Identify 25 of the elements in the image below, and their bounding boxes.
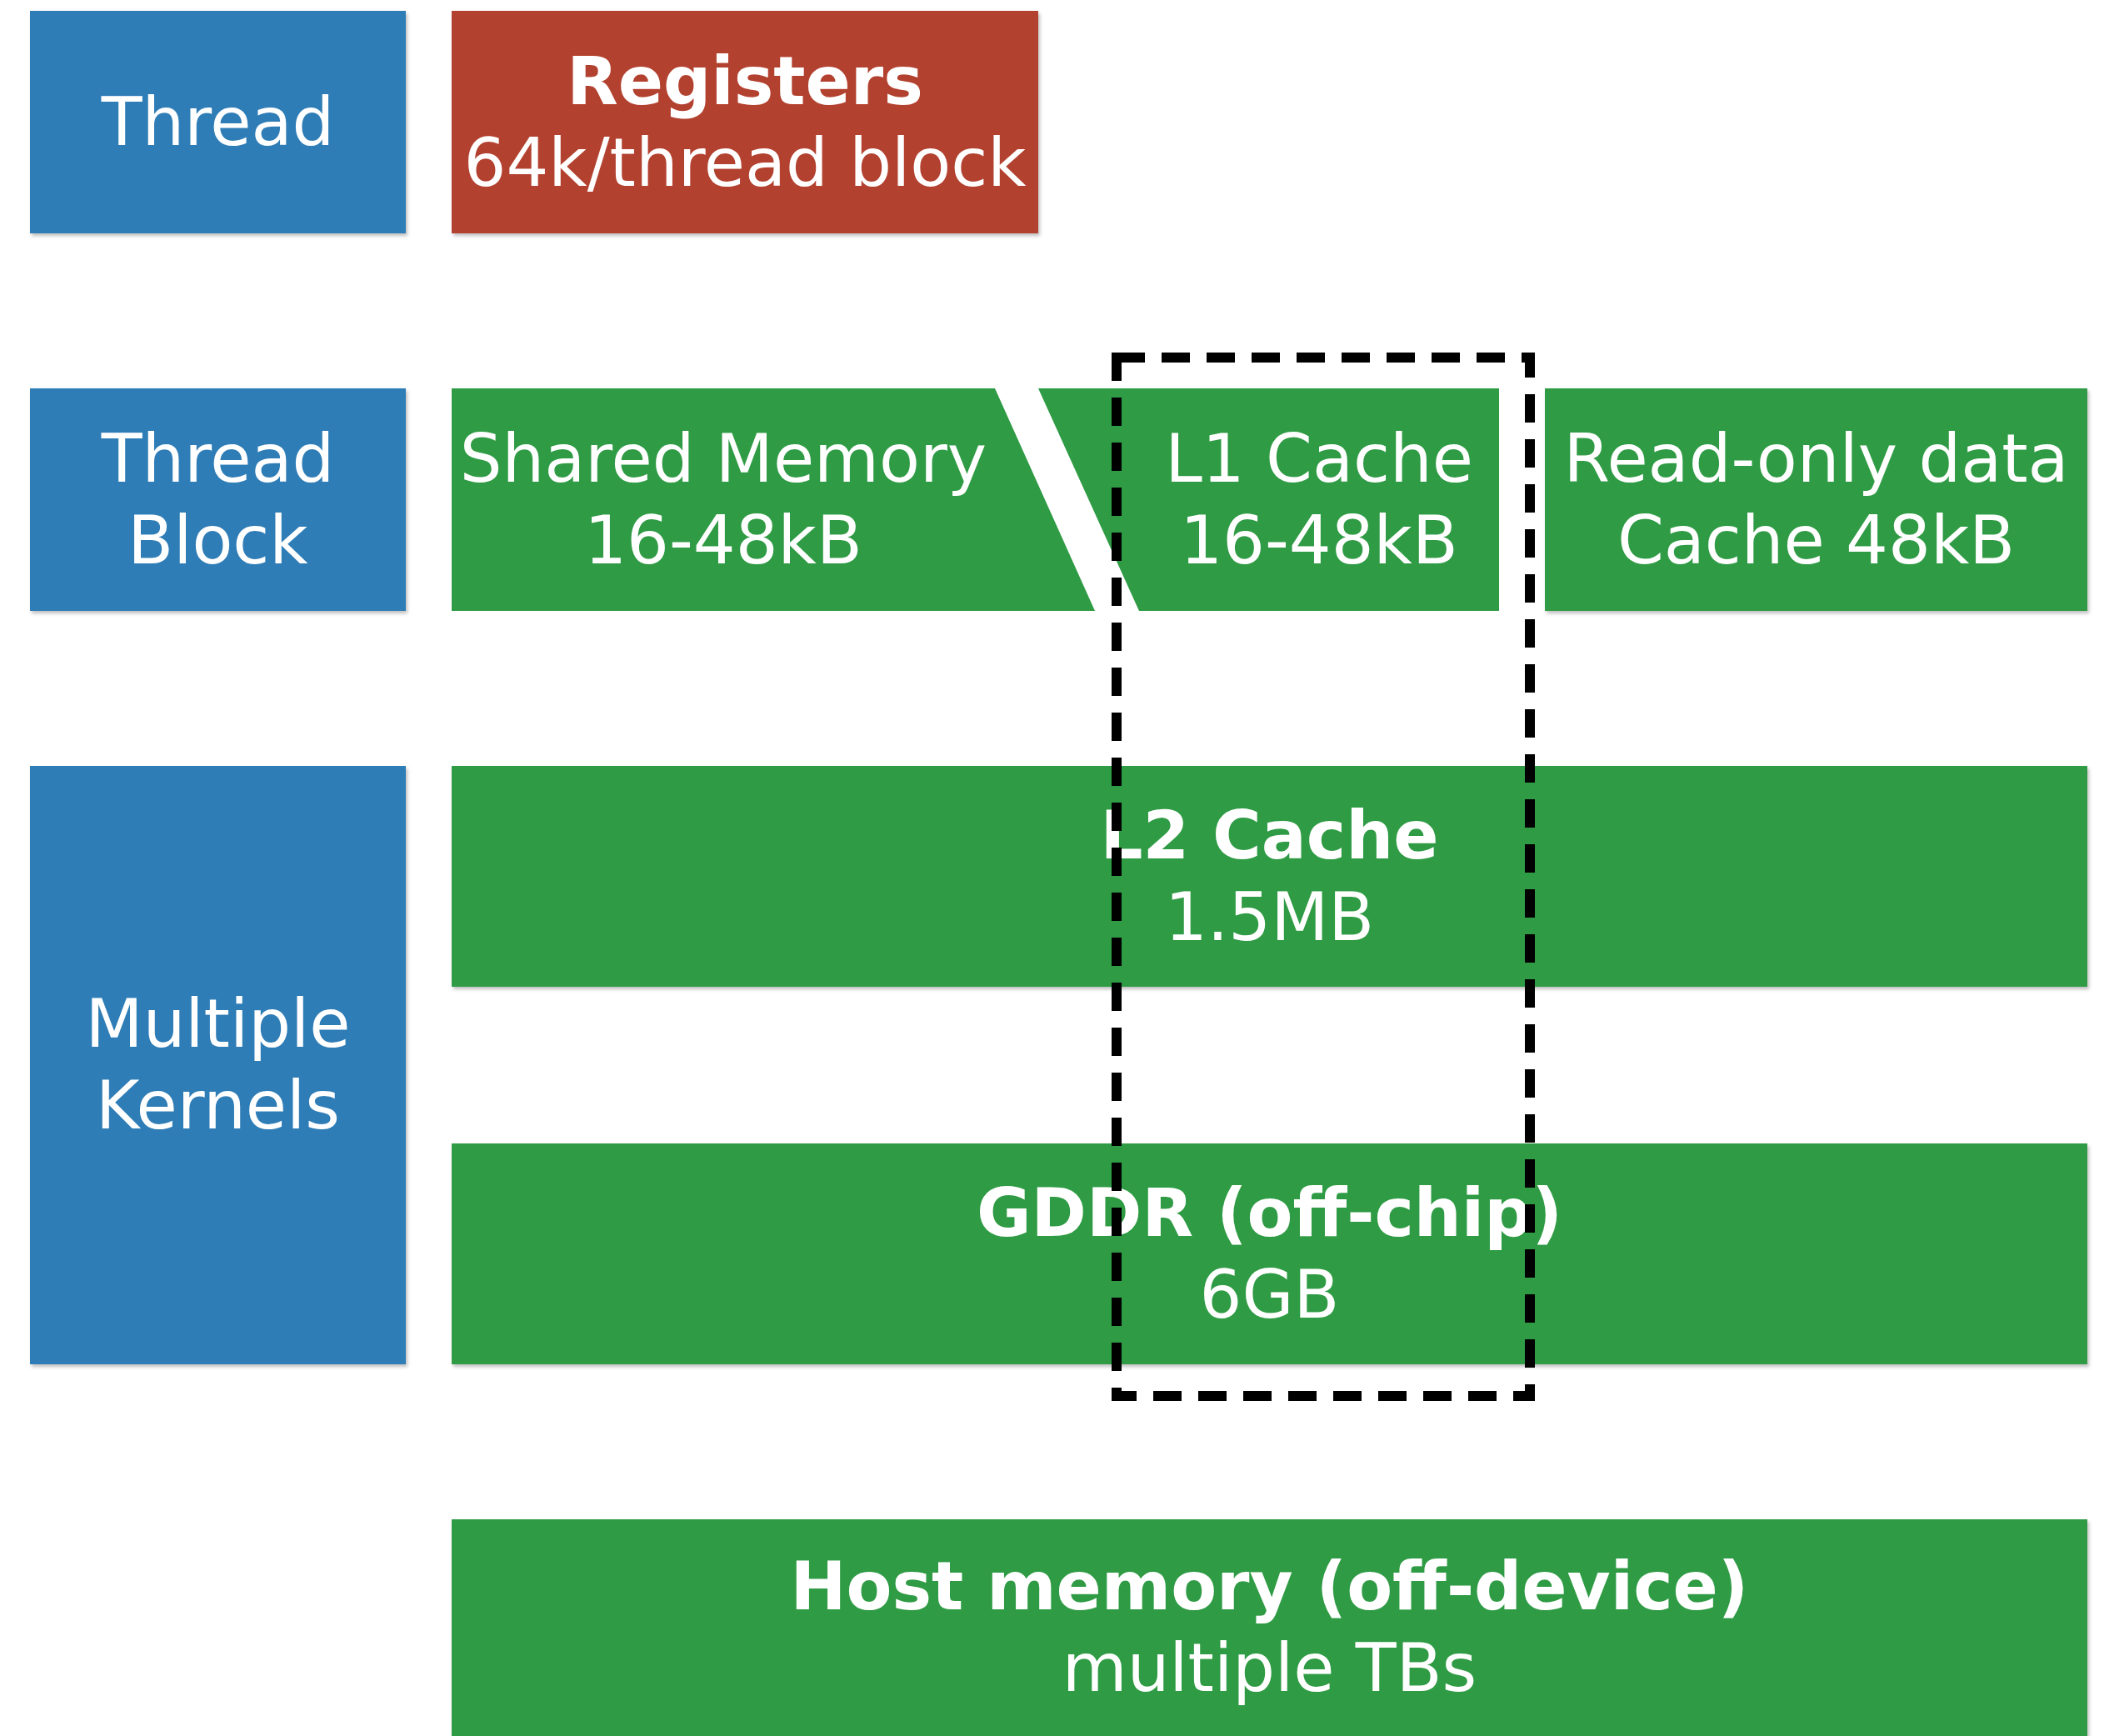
box-label: Shared Memory — [459, 418, 987, 499]
memory-size: 1.5MB — [1164, 877, 1375, 958]
memory-box — [452, 1143, 2087, 1364]
memory-size: multiple TBs — [1062, 1628, 1477, 1708]
memory-name: GDDR (off-chip) — [976, 1173, 1563, 1253]
memory-size: 16-48kB — [584, 500, 862, 581]
memory-box — [1545, 388, 2087, 611]
memory-box — [452, 766, 2087, 987]
box-label: Thread — [101, 82, 335, 163]
box-label: L1 Cache — [1165, 418, 1473, 499]
memory-box — [452, 388, 1095, 611]
memory-size: 64k/thread block — [463, 123, 1027, 203]
memory-name: Registers — [567, 41, 923, 122]
box-label: Read-only data Cache 48kB — [1562, 418, 2070, 581]
memory-box — [452, 11, 1038, 233]
memory-name: Host memory (off-device) — [790, 1547, 1749, 1627]
level-box — [30, 11, 406, 233]
box-label: Thread Block — [100, 418, 336, 581]
memory-size: 6GB — [1199, 1254, 1340, 1335]
memory-box — [1038, 388, 1499, 611]
level-box — [30, 766, 406, 1364]
memory-size: 16-48kB — [1180, 500, 1458, 581]
level-box — [30, 388, 406, 611]
memory-box — [452, 1519, 2087, 1736]
box-label: Multiple Kernels — [84, 984, 352, 1146]
